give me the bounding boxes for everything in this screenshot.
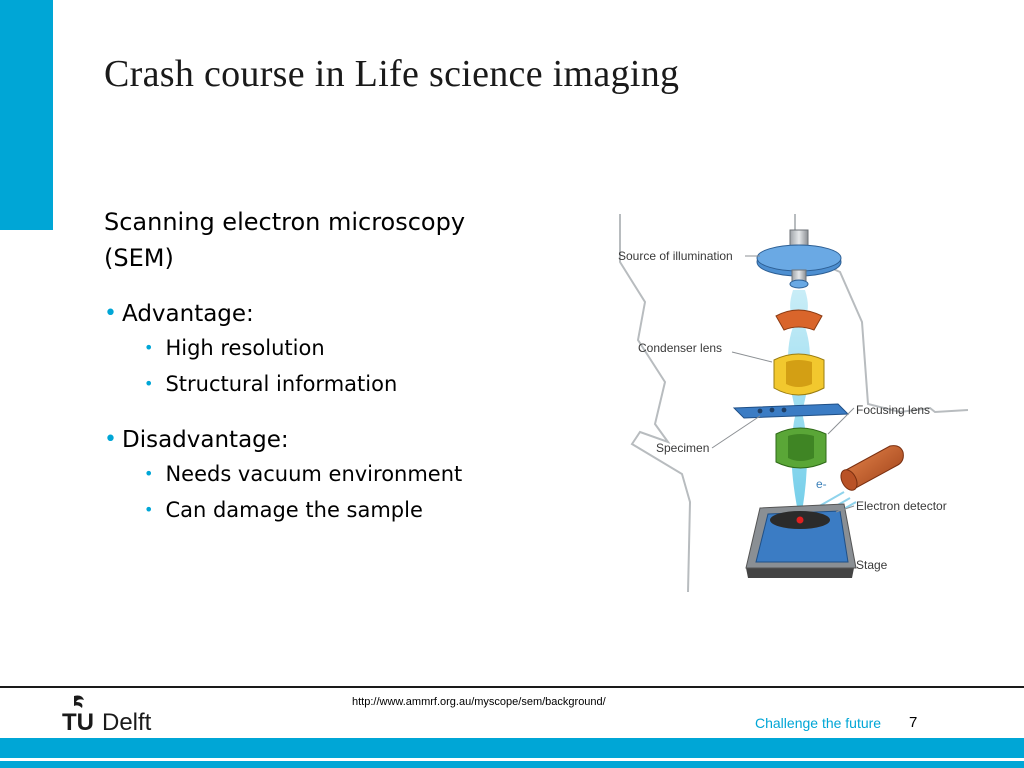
bullet-dot: •: [144, 500, 154, 519]
bullet-dot: •: [104, 427, 117, 452]
list-item-text: Needs vacuum environment: [165, 462, 463, 486]
label-source: Source of illumination: [618, 249, 733, 263]
bullet-dot: •: [144, 464, 154, 483]
bullet-dot: •: [144, 374, 154, 393]
leader-lines: [711, 255, 855, 565]
bottom-band-stripe: [0, 758, 1024, 761]
label-specimen: Specimen: [656, 441, 709, 455]
sem-diagram: Source of illumination Condenser lens Fo…: [618, 214, 969, 593]
focusing-lens: [775, 427, 827, 469]
logo-delft: Delft: [102, 709, 152, 736]
page-number: 7: [909, 714, 918, 731]
subtitle-line-1: Scanning electron microscopy: [104, 208, 466, 236]
electron-detector: [840, 445, 904, 491]
disadvantage-heading: • Disadvantage:: [104, 424, 524, 456]
tagline: Challenge the future: [755, 715, 882, 731]
slide-body: Scanning electron microscopy (SEM) • Adv…: [104, 204, 524, 528]
bottom-band: [0, 738, 1024, 768]
disadvantage-section: • Disadvantage: • Needs vacuum environme…: [104, 424, 524, 528]
advantage-label: Advantage:: [121, 301, 254, 327]
stage: [745, 503, 857, 578]
list-item: • Needs vacuum environment: [104, 456, 524, 492]
accent-bar: [0, 0, 53, 230]
list-item-text: High resolution: [165, 336, 325, 360]
svg-text:TU: TU: [62, 709, 94, 736]
advantage-heading: • Advantage:: [104, 298, 524, 330]
source-url: http://www.ammrf.org.au/myscope/sem/back…: [352, 696, 606, 708]
advantage-section: • Advantage: • High resolution • Structu…: [104, 298, 524, 402]
label-electron: e-: [816, 477, 827, 491]
disadvantage-label: Disadvantage:: [121, 427, 289, 453]
bullet-dot: •: [104, 301, 117, 326]
footer-divider: [0, 686, 1024, 688]
list-item-text: Can damage the sample: [165, 498, 423, 522]
tu-delft-logo: TU Delft: [62, 695, 152, 736]
list-item: • Can damage the sample: [104, 492, 524, 528]
bullet-dot: •: [144, 338, 154, 357]
subtitle-line-2: (SEM): [104, 244, 174, 272]
column-outline: [619, 214, 692, 593]
label-focusing: Focusing lens: [856, 403, 930, 417]
aperture-plate: [732, 403, 850, 419]
list-item: • Structural information: [104, 366, 524, 402]
label-condenser: Condenser lens: [638, 341, 722, 355]
logo-tu: TU: [62, 709, 94, 736]
slide-title: Crash course in Life science imaging: [104, 53, 680, 95]
list-item-text: Structural information: [165, 372, 398, 396]
electron-source: [756, 229, 842, 289]
list-item: • High resolution: [104, 330, 524, 366]
condenser-lens-top: [775, 309, 823, 331]
label-detector: Electron detector: [856, 499, 947, 513]
label-stage: Stage: [856, 558, 888, 572]
condenser-lens: [773, 353, 825, 396]
flame-icon: [74, 695, 84, 708]
